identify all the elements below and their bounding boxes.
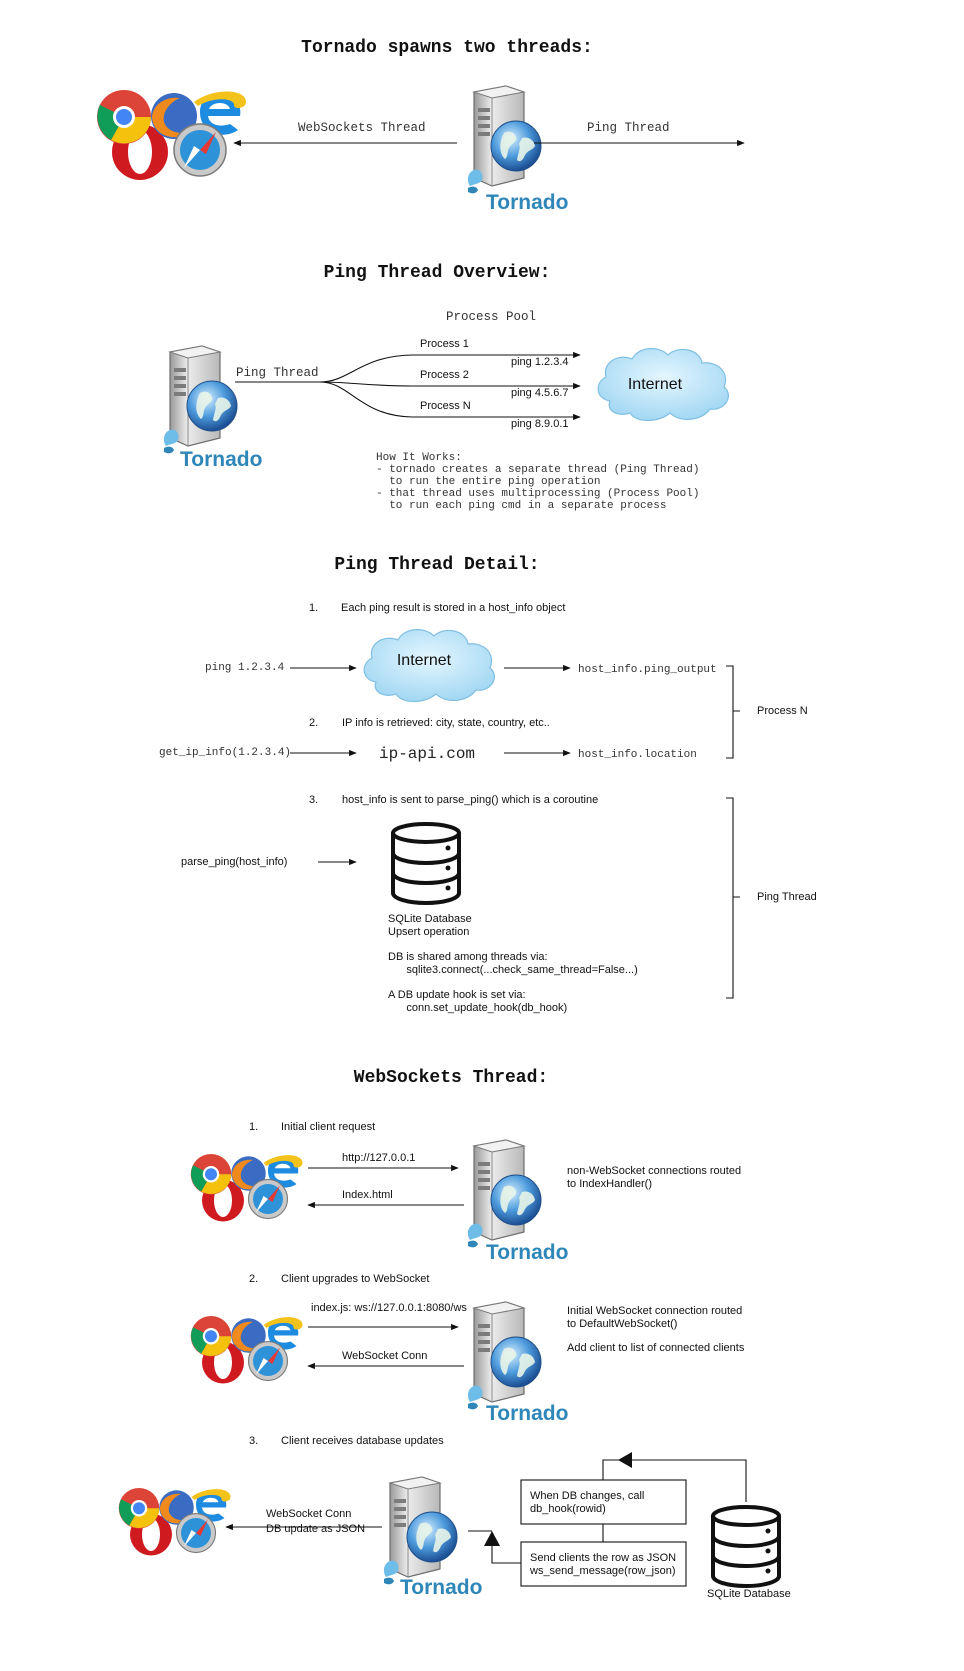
ping-thread-label: Ping Thread [587,121,670,135]
ip-api-label: ip-api.com [379,745,475,763]
db-note-line: conn.set_update_hook(db_hook) [388,1002,567,1014]
ws-note-2-line: Initial WebSocket connection routed [567,1305,742,1317]
detail-step-1-text: Each ping result is stored in a host_inf… [341,602,565,614]
process-n-label: Process N [420,400,471,412]
tornado-logo: Tornado [486,191,568,214]
request-url-label: http://127.0.0.1 [342,1152,415,1164]
ws-step-1-text: Initial client request [281,1121,375,1133]
parse-input-label: parse_ping(host_info) [181,856,287,868]
ip-input-label: get_ip_info(1.2.3.4) [159,747,291,759]
detail-step-2-number: 2. [309,717,318,729]
ping-thread-bracket-label: Ping Thread [757,891,817,903]
internet-label: Internet [628,376,683,393]
process-n-ping: ping 8.9.0.1 [511,418,569,430]
db-note-line: Upsert operation [388,926,469,938]
db-notes: SQLite Database Upsert operation DB is s… [388,913,638,1014]
browser-icons [118,1487,232,1557]
db-hook-box-line: db_hook(rowid) [530,1503,606,1515]
websockets-thread-label: WebSockets Thread [298,121,426,135]
ws-step-3-text: Client receives database updates [281,1435,444,1447]
ws-note-1-line: non-WebSocket connections routed [567,1165,741,1177]
tornado-logo: Tornado [400,1576,482,1599]
tornado-server-icon [467,1301,542,1410]
detail-title: Ping Thread Detail: [334,555,539,575]
ping-input-label: ping 1.2.3.4 [205,662,285,674]
db-hook-box [520,1479,687,1525]
ws-conn-label: WebSocket Conn [342,1350,427,1362]
ping-output-label: host_info.ping_output [578,664,717,676]
sqlite-database-icon [711,1505,781,1588]
overview-title: Ping Thread Overview: [324,263,551,283]
ping-thread-bracket [726,797,740,999]
process-2-ping: ping 4.5.6.7 [511,387,569,399]
tornado-server-icon [467,85,542,194]
browser-icons [190,1153,304,1223]
process-pool-label: Process Pool [446,310,536,324]
db-hook-box-line: When DB changes, call [530,1490,644,1502]
db-note-line: SQLite Database [388,913,472,925]
tornado-server-icon [383,1476,458,1585]
ws-step-3-number: 3. [249,1435,258,1447]
detail-step-2-text: IP info is retrieved: city, state, count… [342,717,550,729]
ws-note-2-line: Add client to list of connected clients [567,1342,745,1354]
send-message-box [520,1541,687,1587]
ws-note-2-line: to DefaultWebSocket() [567,1318,677,1330]
how-it-works-line: - that thread uses multiprocessing (Proc… [376,488,699,500]
ws-conn-label: WebSocket Conn [266,1508,351,1520]
ws-step-1-number: 1. [249,1121,258,1133]
how-it-works-notes: How It Works: - tornado creates a separa… [376,452,699,512]
send-message-box-line: Send clients the row as JSON [530,1552,676,1564]
process-1-ping: ping 1.2.3.4 [511,356,569,368]
browser-icons [96,89,247,181]
db-update-label: DB update as JSON [266,1523,365,1535]
process-n-label: Process N [757,705,808,717]
browser-icons [190,1315,304,1385]
ws-note-1-line: to IndexHandler() [567,1178,652,1190]
ws-step-2-text: Client upgrades to WebSocket [281,1273,429,1285]
sqlite-database-icon [391,822,461,905]
db-note-line: A DB update hook is set via: [388,989,526,1001]
tornado-logo: Tornado [486,1402,568,1425]
tornado-server-icon [163,345,238,454]
how-it-works-line: to run the entire ping operation [376,476,600,488]
websockets-title: WebSockets Thread: [354,1068,548,1088]
send-message-box-line: ws_send_message(row_json) [529,1565,676,1577]
ws-step-2-number: 2. [249,1273,258,1285]
tornado-logo: Tornado [486,1241,568,1264]
db-note-line: sqlite3.connect(...check_same_thread=Fal… [388,964,638,976]
how-it-works-line: - tornado creates a separate thread (Pin… [376,464,699,476]
ping-thread-label: Ping Thread [236,366,319,380]
sqlite-database-label: SQLite Database [707,1588,791,1600]
how-it-works-line: How It Works: [376,452,462,464]
process-2-label: Process 2 [420,369,469,381]
response-file-label: Index.html [342,1189,393,1201]
ws-url-label: index.js: ws://127.0.0.1:8080/ws [311,1302,467,1314]
spawn-title: Tornado spawns two threads: [301,38,593,58]
detail-step-3-text: host_info is sent to parse_ping() which … [342,794,598,806]
how-it-works-line: to run each ping cmd in a separate proce… [376,500,666,512]
tornado-server-icon [467,1139,542,1248]
tornado-logo: Tornado [180,448,262,471]
process-1-label: Process 1 [420,338,469,350]
detail-step-3-number: 3. [309,794,318,806]
internet-label: Internet [397,652,452,669]
location-output-label: host_info.location [578,749,697,761]
detail-step-1-number: 1. [309,602,318,614]
process-n-bracket [726,665,740,759]
db-note-line: DB is shared among threads via: [388,951,548,963]
